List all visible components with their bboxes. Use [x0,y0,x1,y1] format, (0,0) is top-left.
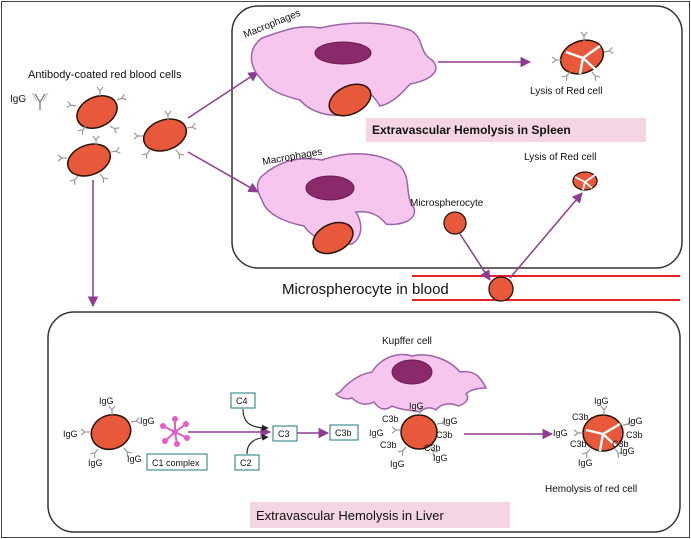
liver-cell1-igg-left: IgG [63,429,78,439]
microspherocyte-blood-cell [488,276,514,302]
liver-cell3-c3b-bottom-right: C3b [612,439,629,449]
liver-title: Extravascular Hemolysis in Liver [256,508,445,523]
liver-cell2-igg-top: IgG [409,401,424,411]
arrow-c2-to-c3 [246,434,269,455]
liver-rbc-2 [391,405,447,457]
liver-cell1-igg-bottom-left: IgG [88,458,103,468]
arrow-to-macrophage-2 [187,151,259,193]
arrow-microspherocyte-to-blood [459,233,491,281]
liver-cell3-igg-top: IgG [594,396,609,406]
lysed-red-cell-2 [572,171,598,191]
liver-banner [250,502,510,528]
liver-cell1-igg-top: IgG [99,396,114,406]
liver-cell3-c3b-right: C3b [626,430,643,440]
hemolysis-label: Hemolysis of red cell [545,484,637,495]
liver-cell2-c3b-bottom-right: C3b [424,443,441,453]
rbc-left-middle [133,110,197,160]
liver-cell2-igg-bottom-left: IgG [390,459,405,469]
liver-box [47,311,681,533]
rbc-left-bottom [57,135,121,186]
liver-cell2-c3b-top-left: C3b [382,414,399,424]
lysis-label-1: Lysis of Red cell [530,86,602,97]
arrow-to-macrophage-1 [187,71,259,119]
c3b-box [329,424,359,441]
liver-cell2-c3b-bottom-left: C3b [380,440,397,450]
liver-cell2-c3b-right: C3b [436,430,453,440]
c1-complex-icon [160,416,190,447]
liver-cell3-igg-left: IgG [553,428,568,438]
liver-cell2-igg-right: IgG [443,416,458,426]
liver-cell2-igg-left: IgG [369,428,384,438]
spleen-title: Extravascular Hemolysis in Spleen [372,123,571,137]
c4-box [230,392,256,409]
microspherocyte-in-blood-label: Microspherocyte in blood [282,281,449,298]
igg-legend-label: IgG [10,94,26,105]
liver-cell3-igg-right: IgG [628,416,643,426]
rbc-left-top [66,86,128,136]
macrophage-1 [250,22,437,116]
c4-label: C4 [236,396,248,406]
c2-label: C2 [240,458,252,468]
kupffer-cell-label: Kupffer cell [382,336,432,347]
liver-cell1-igg-right: IgG [140,416,155,426]
c3-label: C3 [278,429,290,439]
macrophage-2 [256,153,416,246]
spleen-box [231,5,683,269]
liver-cell2-igg-bottom-right: IgG [433,453,448,463]
liver-cell1-igg-bottom-right: IgG [127,454,142,464]
rbc-engulfed-2 [312,221,354,255]
liver-cell3-c3b-bottom-left: C3b [570,439,587,449]
microspherocyte-cell [443,211,467,235]
c2-box [234,454,260,471]
c1-complex-label: C1 complex [152,458,200,468]
igg-antibody-icon [31,92,49,110]
kupffer-cell [334,353,488,413]
lysed-red-cell-1 [551,31,614,82]
microspherocyte-label: Microspherocyte [410,198,484,209]
rbc-engulfed-1 [328,83,372,117]
c1-complex-box [146,453,208,471]
lysis-label-2: Lysis of Red cell [524,152,596,163]
c3b-box-label: C3b [335,428,352,438]
liver-rbc-3-lysed [573,405,633,459]
antibody-coated-label: Antibody-coated red blood cells [28,69,182,81]
arrow-blood-to-lysis [509,192,583,279]
liver-cell3-c3b-top-left: C3b [572,412,589,422]
liver-cell3-igg-bottom-left: IgG [578,458,593,468]
liver-cell3-igg-bottom-right: IgG [620,446,635,456]
arrow-c4-to-c3 [242,408,269,432]
liver-rbc-1 [80,405,141,459]
spleen-banner [366,118,646,142]
